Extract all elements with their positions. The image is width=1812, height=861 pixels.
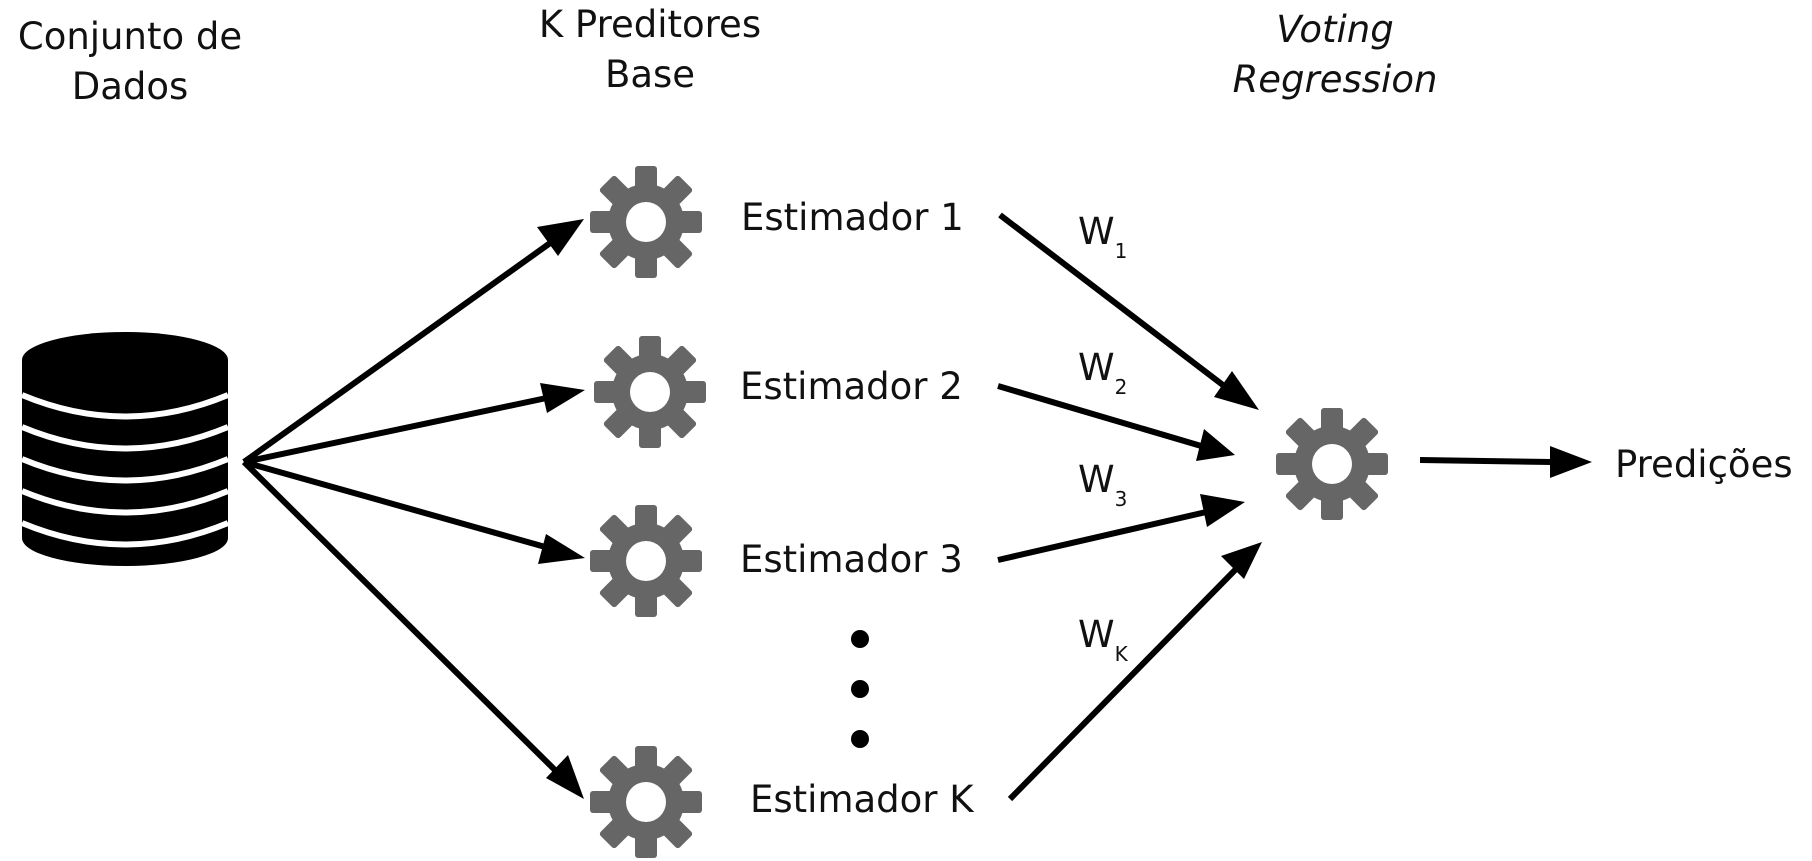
estimator-k-label: Estimador K [750,778,974,821]
arrow-estimator-2-to-voting [997,383,1209,451]
weight-1-label: W1 [1078,210,1128,264]
arrow-voting-to-predictions [1419,457,1553,465]
voting-gear-icon [1276,408,1388,520]
predictions-label: Predições [1615,443,1793,486]
estimator-2-label: Estimador 2 [740,365,963,408]
base-predictors-header: K Preditores Base [538,3,762,96]
estimator-3-label: Estimador 3 [740,538,963,581]
weight-3-label: W3 [1078,458,1128,512]
estimator-2-gear-icon [594,336,706,448]
ellipsis-dots [851,630,869,748]
arrow-estimator-3-to-voting [997,507,1216,563]
voting-regression-header: Voting Regression [1232,8,1438,101]
dataset-header: Conjunto de Dados [17,15,243,108]
arrow-dataset-to-estimator-3 [243,459,557,553]
arrow-estimator-1-to-voting [998,212,1238,398]
arrow-dataset-to-estimator-k [241,459,565,780]
estimator-k-gear-icon [590,746,702,858]
weight-2-label: W2 [1078,346,1128,400]
estimator-3-gear-icon [590,505,702,617]
database-icon [20,332,230,566]
arrow-estimator-k-to-voting [1007,562,1243,802]
estimator-1-label: Estimador 1 [741,196,964,239]
arrow-dataset-to-estimator-2 [243,393,557,465]
estimator-1-gear-icon [590,166,702,278]
weight-k-label: WK [1078,613,1128,667]
arrow-dataset-to-estimator-1 [242,233,562,465]
